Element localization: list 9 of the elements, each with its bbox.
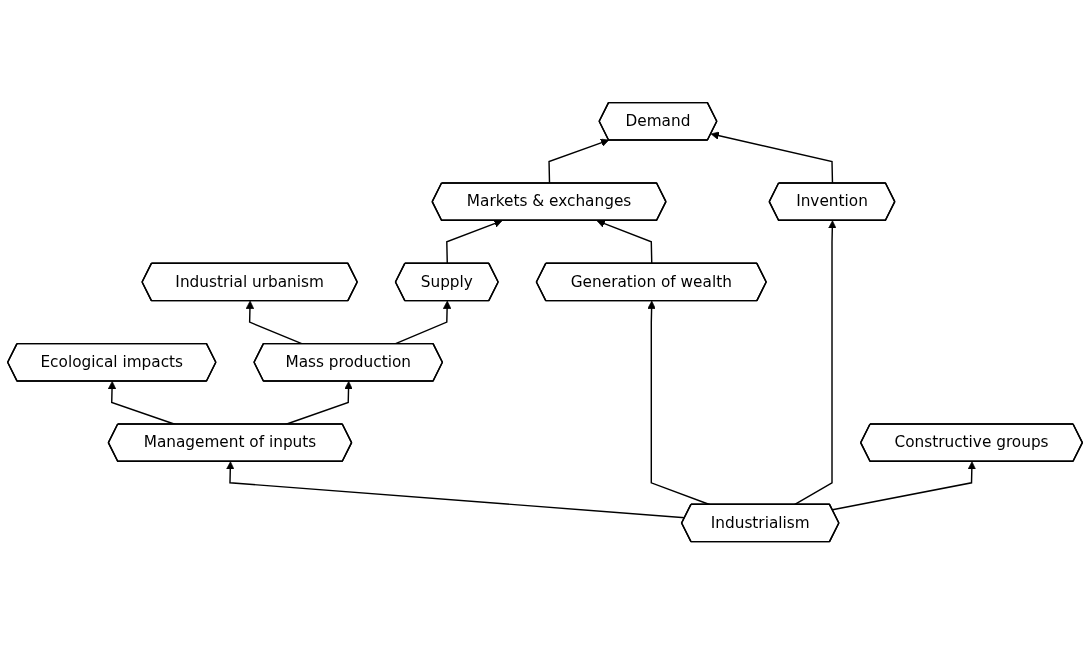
arrow bbox=[647, 301, 711, 506]
arrow bbox=[710, 131, 834, 185]
arrow bbox=[245, 301, 304, 346]
arrow bbox=[226, 461, 686, 519]
arrow bbox=[596, 219, 653, 265]
arrow bbox=[548, 139, 610, 185]
arrow bbox=[393, 301, 452, 346]
arrow bbox=[793, 220, 837, 506]
arrow bbox=[446, 219, 503, 265]
